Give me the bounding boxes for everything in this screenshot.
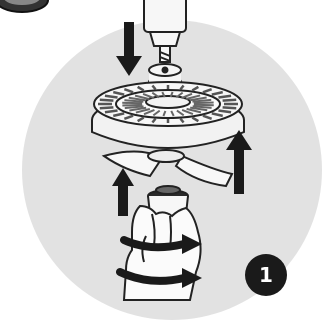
grille-slot — [105, 96, 118, 98]
grille-slot — [105, 111, 118, 113]
grille-slot — [218, 111, 231, 113]
grille-slot — [100, 107, 114, 108]
grille-slot — [223, 107, 237, 108]
corner-part-preview — [0, 0, 48, 12]
grille-slot — [218, 96, 231, 98]
step-number-badge: 1 — [245, 254, 287, 296]
grille-slot — [194, 103, 214, 104]
grille-slot — [122, 105, 142, 106]
grille-slot — [223, 100, 237, 101]
hand — [124, 206, 201, 300]
grille-slot — [100, 100, 114, 101]
